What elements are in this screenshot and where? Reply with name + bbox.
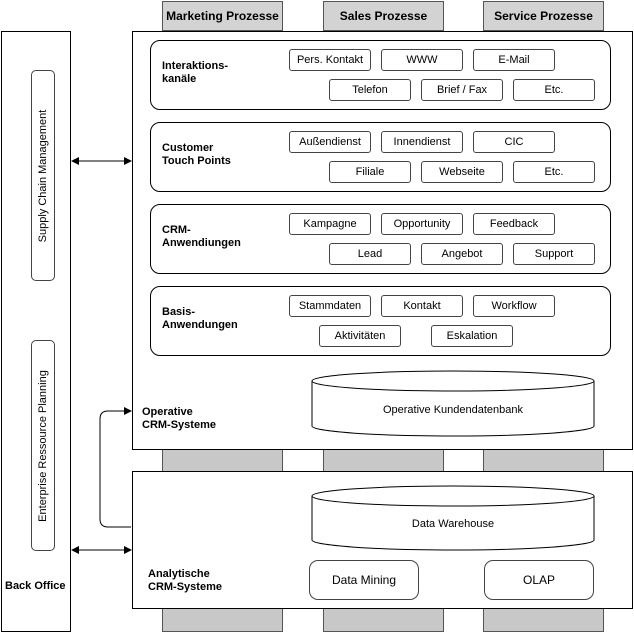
analytische-crm-label: Analytische CRM-Systeme — [148, 568, 222, 593]
group-customer-touch-points-label: Customer Touch Points — [162, 142, 231, 167]
chip-aktivitaeten: Aktivitäten — [319, 325, 401, 347]
chip-stammdaten: Stammdaten — [289, 295, 371, 317]
chip-brief-fax: Brief / Fax — [421, 79, 503, 101]
group-crm-anwendungen-label: CRM- Anwendiungen — [162, 224, 241, 249]
chip-support: Support — [513, 243, 595, 265]
operative-crm-label: Operative CRM-Systeme — [142, 406, 216, 431]
chip-opportunity: Opportunity — [381, 213, 463, 235]
chip-feedback: Feedback — [473, 213, 555, 235]
chip-cic: CIC — [473, 131, 555, 153]
chip-aussendienst: Außendienst — [289, 131, 371, 153]
chip-filiale: Filiale — [329, 161, 411, 183]
chip-angebot: Angebot — [421, 243, 503, 265]
chip-www: WWW — [381, 49, 463, 71]
back-office-label: Back Office — [5, 580, 66, 592]
process-header-sales: Sales Prozesse — [323, 1, 444, 31]
data-warehouse-label: Data Warehouse — [411, 518, 495, 530]
scm-pill: Supply Chain Management — [31, 70, 55, 281]
data-mining-box: Data Mining — [309, 560, 419, 600]
chip-etc-1: Etc. — [513, 79, 595, 101]
olap-box: OLAP — [484, 560, 594, 600]
group-basis-anwendungen-label: Basis- Anwendungen — [162, 306, 238, 331]
chip-etc-2: Etc. — [513, 161, 595, 183]
chip-lead: Lead — [329, 243, 411, 265]
chip-innendienst: Innendienst — [381, 131, 463, 153]
process-header-marketing: Marketing Prozesse — [162, 1, 283, 31]
chip-pers-kontakt: Pers. Kontakt — [289, 49, 371, 71]
group-interaktionskanaele-label: Interaktions- kanäle — [162, 60, 229, 85]
chip-kampagne: Kampagne — [289, 213, 371, 235]
chip-kontakt: Kontakt — [381, 295, 463, 317]
chip-webseite: Webseite — [421, 161, 503, 183]
erp-pill: Enterprise Ressource Planning — [31, 340, 55, 551]
process-column-sales-lower — [323, 448, 444, 472]
chip-workflow: Workflow — [473, 295, 555, 317]
process-header-service: Service Prozesse — [483, 1, 604, 31]
chip-eskalation: Eskalation — [431, 325, 513, 347]
chip-telefon: Telefon — [329, 79, 411, 101]
operative-database-label: Operative Kundendatenbank — [382, 404, 524, 416]
chip-e-mail: E-Mail — [473, 49, 555, 71]
